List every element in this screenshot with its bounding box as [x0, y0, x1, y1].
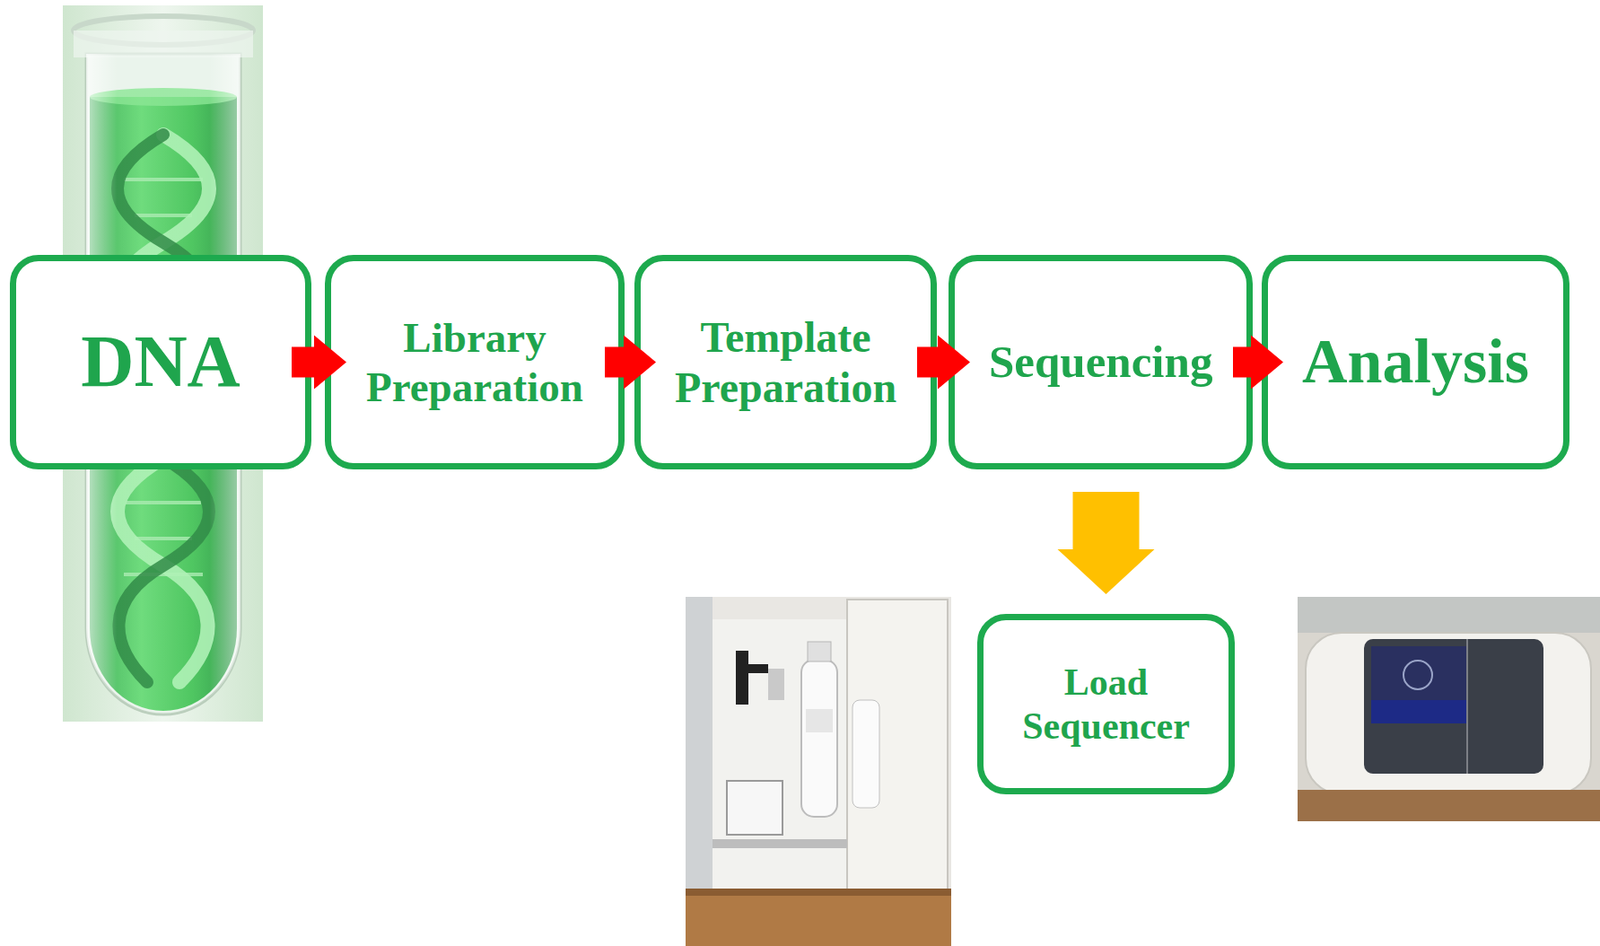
process-box: DNA — [9, 254, 312, 470]
flow-arrow — [1232, 335, 1284, 390]
box-label: Template Preparation — [674, 312, 897, 411]
flow-arrow — [1057, 491, 1155, 595]
box-label: Library Preparation — [365, 313, 585, 411]
flow-arrow — [604, 335, 656, 390]
box-label: Load Sequencer — [1017, 660, 1195, 748]
box-label: Analysis — [1302, 325, 1530, 399]
process-box: Sequencing — [948, 254, 1253, 470]
flow-arrow — [917, 335, 971, 390]
process-box: Load Sequencer — [977, 613, 1235, 795]
process-box: Library Preparation — [324, 254, 625, 470]
box-label: Sequencing — [988, 335, 1213, 389]
process-box: Template Preparation — [634, 254, 937, 470]
flow-arrow — [291, 335, 347, 390]
box-label: DNA — [50, 319, 272, 404]
process-box: Analysis — [1261, 254, 1570, 470]
